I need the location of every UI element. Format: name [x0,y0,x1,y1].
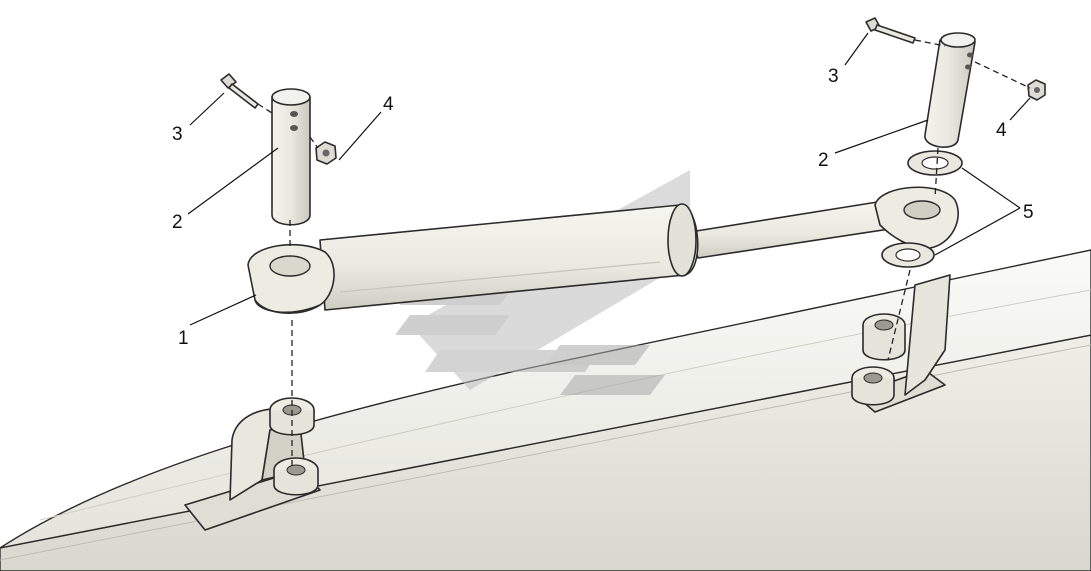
callout-4-right: 4 [996,120,1007,141]
right-pin [924,32,976,148]
washer-upper [907,150,963,176]
right-bolt [865,17,916,44]
callout-3-right: 3 [828,66,839,87]
callout-2-left: 2 [172,212,183,233]
right-nut [1027,79,1046,101]
callout-4-left: 4 [383,94,394,115]
left-bolt [220,73,259,109]
right-mount-bracket [851,274,951,413]
washer-lower [881,242,935,268]
callout-2-right: 2 [818,150,829,171]
leader-lines [187,32,1031,326]
callout-1: 1 [178,328,189,349]
callout-3-left: 3 [172,124,183,145]
left-mount-bracket [184,397,321,531]
left-nut [315,141,337,165]
assembly-axis-lines [257,39,1031,470]
left-pin [271,88,311,226]
hydraulic-cylinder [247,186,959,315]
callout-5: 5 [1023,202,1034,223]
